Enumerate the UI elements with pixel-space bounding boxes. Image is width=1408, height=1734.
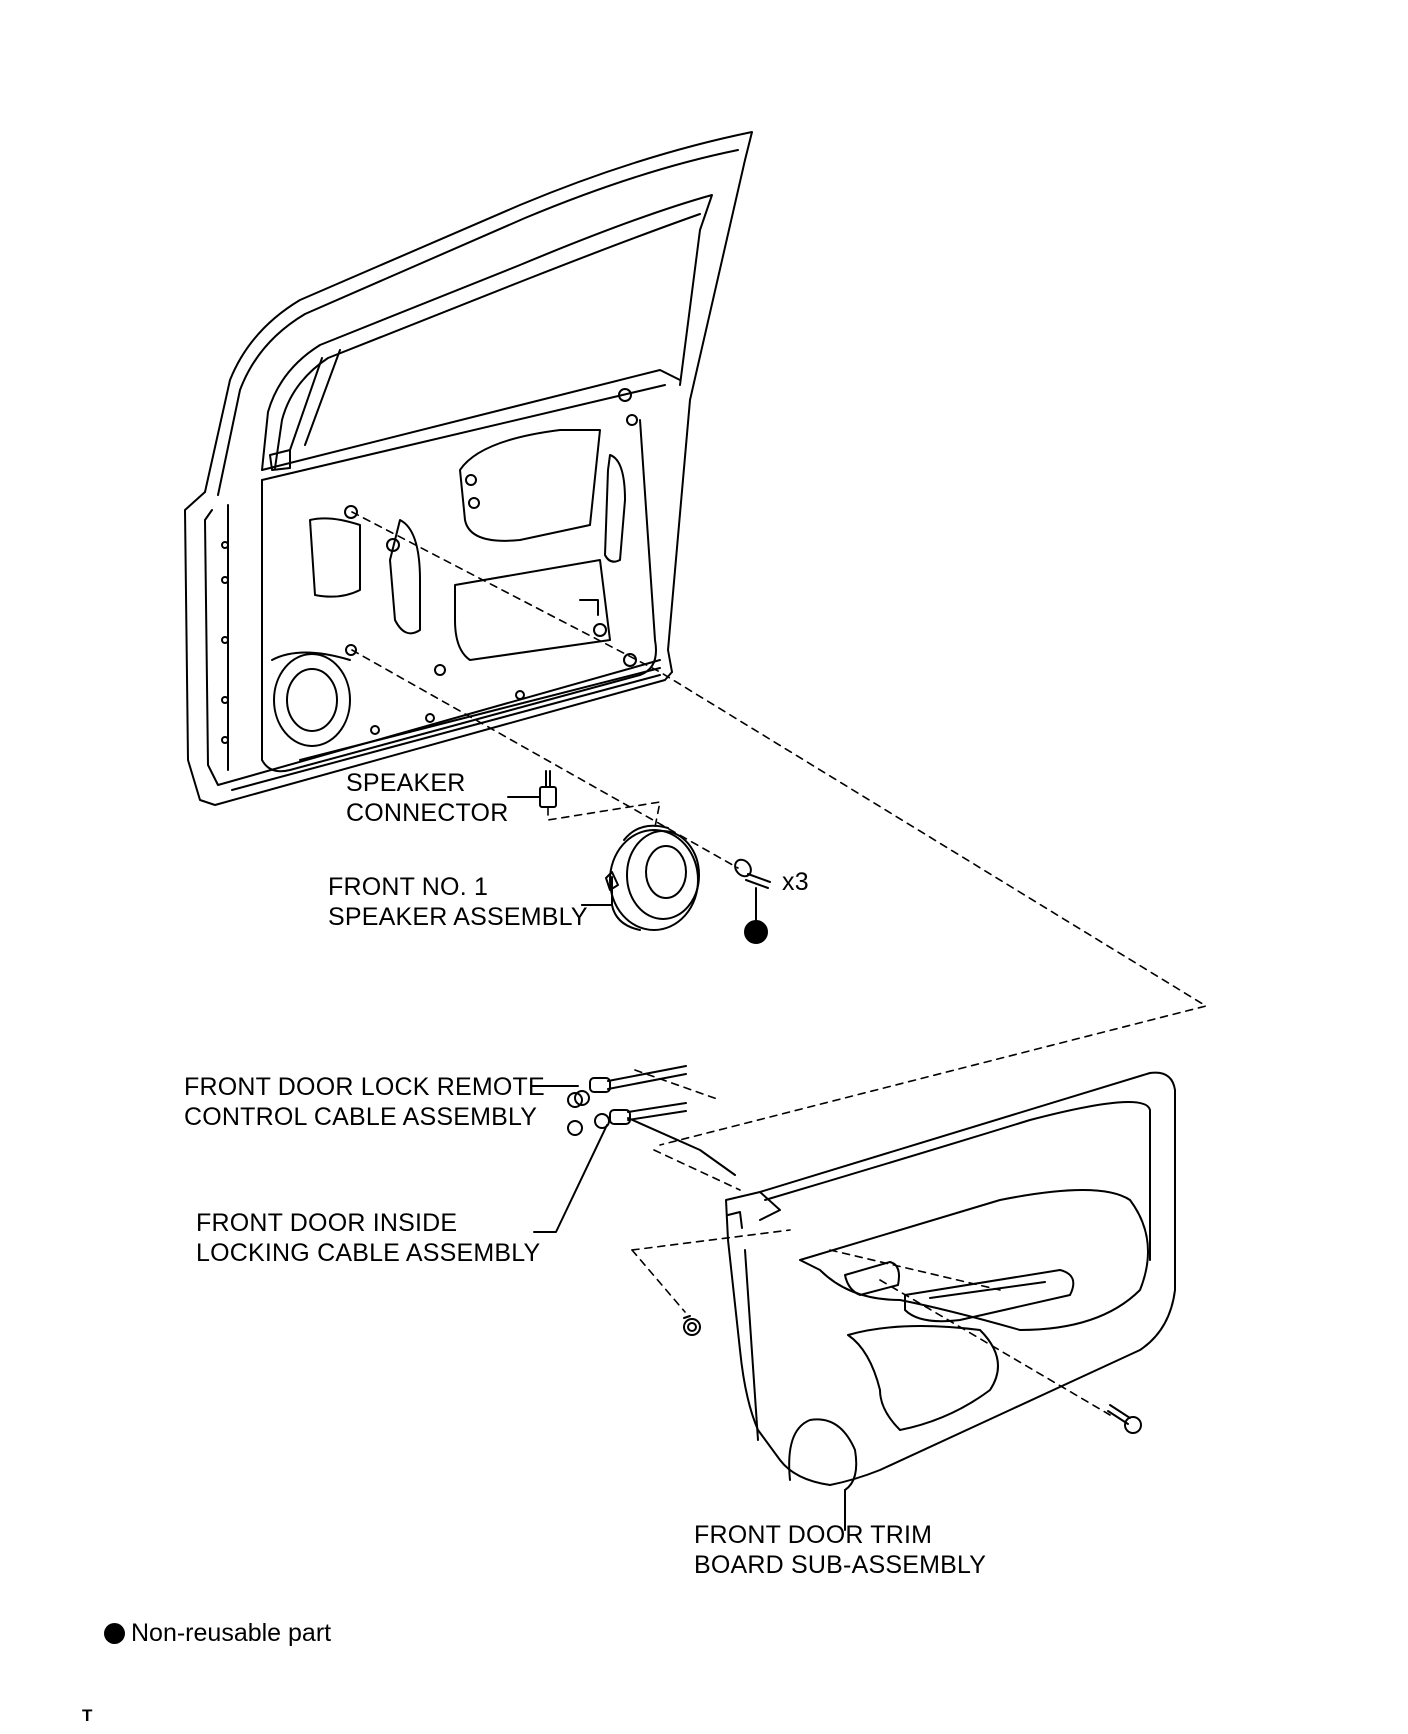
alignment-lines [351,511,1207,1416]
lock-remote-cable-label: FRONT DOOR LOCK REMOTE CONTROL CABLE ASS… [184,1073,545,1131]
front-speaker-label: FRONT NO. 1 SPEAKER ASSEMBLY [328,873,588,931]
speaker-assembly-part [581,824,700,931]
speaker-connector-label: SPEAKER CONNECTOR [346,769,509,827]
filled-circle-icon [104,1622,125,1644]
trim-board-label: FRONT DOOR TRIM BOARD SUB-ASSEMBLY [694,1521,987,1579]
legend: Non-reusable part [104,1618,331,1648]
inside-locking-cable-label: FRONT DOOR INSIDE LOCKING CABLE ASSEMBLY [196,1209,541,1267]
door-panel [184,131,753,806]
page-code: T [82,1706,93,1725]
door-trim-board-part [725,1071,1176,1531]
speaker-connector-part [507,770,557,808]
clip-part [683,1315,701,1336]
non-reusable-marker [744,920,768,944]
lock-cables-part [531,1065,736,1233]
trim-screw-part [1107,1404,1142,1434]
legend-text: Non-reusable part [131,1619,332,1647]
screw-part [734,858,771,921]
quantity-label: x3 [782,868,809,896]
